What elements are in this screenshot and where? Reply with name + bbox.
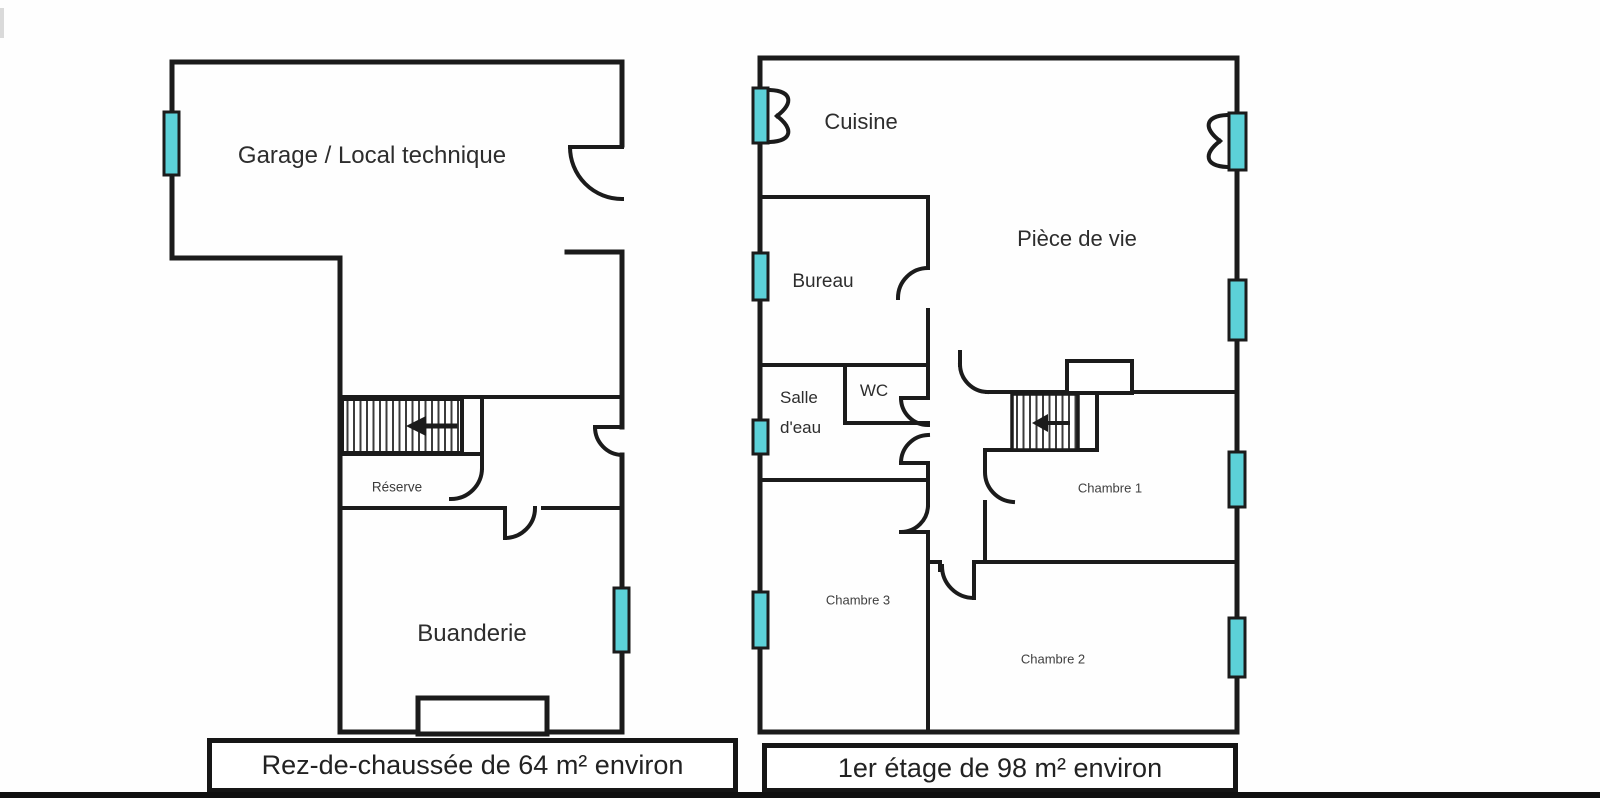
chambre2-window bbox=[1227, 616, 1247, 679]
room-label-cuisine: Cuisine bbox=[824, 109, 898, 134]
stair-landing-rect bbox=[1065, 359, 1134, 395]
chambre1-door-swing bbox=[982, 469, 1016, 505]
bureau-window bbox=[751, 251, 770, 302]
chambre2-door-swing bbox=[938, 560, 977, 601]
room-label-reserve: Réserve bbox=[371, 479, 423, 495]
room-label-piece-de-vie: Pièce de vie bbox=[1017, 226, 1137, 251]
room-label-chambre2: Chambre 2 bbox=[1020, 651, 1086, 667]
ground-floor-caption-box: Rez-de-chaussée de 64 m² environ bbox=[207, 738, 738, 793]
first-floor-plan bbox=[751, 55, 1248, 735]
entry-step-rect bbox=[415, 695, 550, 737]
ground-floor-windows bbox=[162, 110, 631, 654]
first-floor-stairs bbox=[1010, 392, 1080, 452]
first-floor-windows bbox=[751, 86, 1248, 679]
piece-de-vie-french-window bbox=[1227, 111, 1248, 172]
corridor-door-swing bbox=[592, 424, 625, 458]
room-label-wc: WC bbox=[859, 381, 889, 400]
room-label-chambre1: Chambre 1 bbox=[1077, 480, 1143, 496]
chambre3-window bbox=[751, 590, 770, 650]
buanderie-window bbox=[612, 586, 631, 654]
room-label-garage: Garage / Local technique bbox=[237, 142, 507, 169]
room-label-salle-deau: Salle d'eau bbox=[780, 388, 822, 437]
buanderie-door-swing bbox=[502, 505, 538, 541]
stairs-direction-arrow bbox=[1032, 414, 1048, 432]
bureau-door-swing bbox=[895, 265, 931, 301]
piece-de-vie-window bbox=[1227, 278, 1248, 342]
salle-deau-window bbox=[751, 418, 770, 456]
first-floor-caption: 1er étage de 98 m² environ bbox=[837, 752, 1163, 783]
room-label-buanderie: Buanderie bbox=[417, 620, 527, 647]
room-label-chambre3: Chambre 3 bbox=[825, 592, 891, 608]
cuisine-french-window bbox=[751, 86, 770, 145]
hallway-door-swing bbox=[957, 350, 990, 395]
reserve-door-swing bbox=[448, 465, 485, 502]
stairs-direction-arrow bbox=[406, 416, 426, 436]
ground-floor-caption: Rez-de-chaussée de 64 m² environ bbox=[261, 750, 684, 780]
room-label-bureau: Bureau bbox=[792, 271, 854, 292]
french-window-flaps bbox=[767, 87, 1230, 170]
bottom-border-bar bbox=[0, 792, 1600, 798]
edge-artifact bbox=[0, 8, 4, 38]
garage-door-swing bbox=[564, 144, 625, 255]
ground-floor-plan bbox=[162, 59, 631, 737]
chambre3-door-swing bbox=[898, 502, 931, 535]
salle-deau-door-swing bbox=[898, 432, 931, 466]
chambre1-window bbox=[1227, 450, 1247, 509]
first-floor-outer-walls bbox=[757, 55, 1240, 735]
wc-door-swing bbox=[898, 395, 931, 428]
garage-window bbox=[162, 110, 181, 177]
ground-floor-stairs bbox=[340, 397, 464, 455]
first-floor-caption-box: 1er étage de 98 m² environ bbox=[762, 743, 1238, 793]
